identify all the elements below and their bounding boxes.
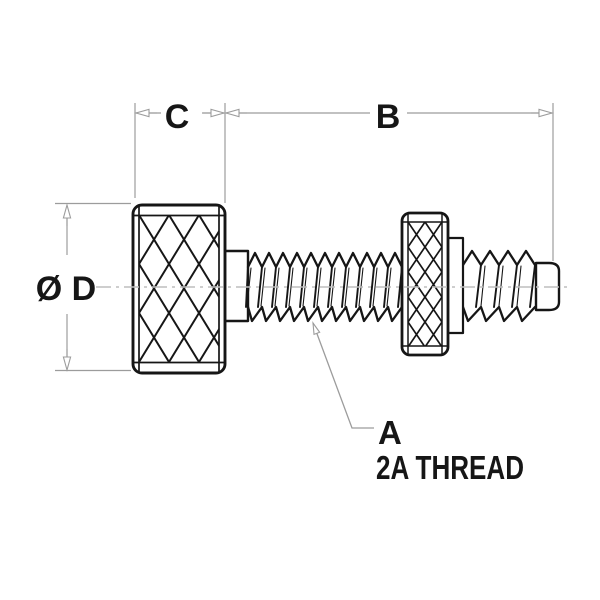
dimension-b: B xyxy=(223,98,555,261)
shank xyxy=(223,249,250,323)
dimension-d: Ø D xyxy=(36,202,131,373)
arrowhead-left-icon xyxy=(133,108,157,118)
arrowhead-left-icon xyxy=(223,108,247,118)
leader-arrowhead-icon xyxy=(312,321,321,336)
dim-c-label: C xyxy=(165,98,190,136)
callout-a-label: A xyxy=(378,414,402,451)
arrowhead-right-icon xyxy=(203,108,227,118)
arrowhead-up-icon xyxy=(62,202,72,226)
knurled-head xyxy=(131,203,227,375)
locknut xyxy=(400,211,450,357)
dimension-c: C xyxy=(133,98,227,203)
flange xyxy=(446,236,465,335)
dim-b-label: B xyxy=(376,98,401,136)
arrowhead-right-icon xyxy=(531,108,555,118)
thread-note-label: 2A THREAD xyxy=(376,449,524,486)
head-knurl xyxy=(139,215,219,363)
locknut-knurl xyxy=(408,222,442,346)
screw-part xyxy=(131,203,561,375)
dim-d-label: Ø D xyxy=(36,270,96,308)
callout-a: A 2A THREAD xyxy=(312,321,524,486)
end-thread xyxy=(461,249,537,323)
arrowhead-down-icon xyxy=(62,349,72,373)
